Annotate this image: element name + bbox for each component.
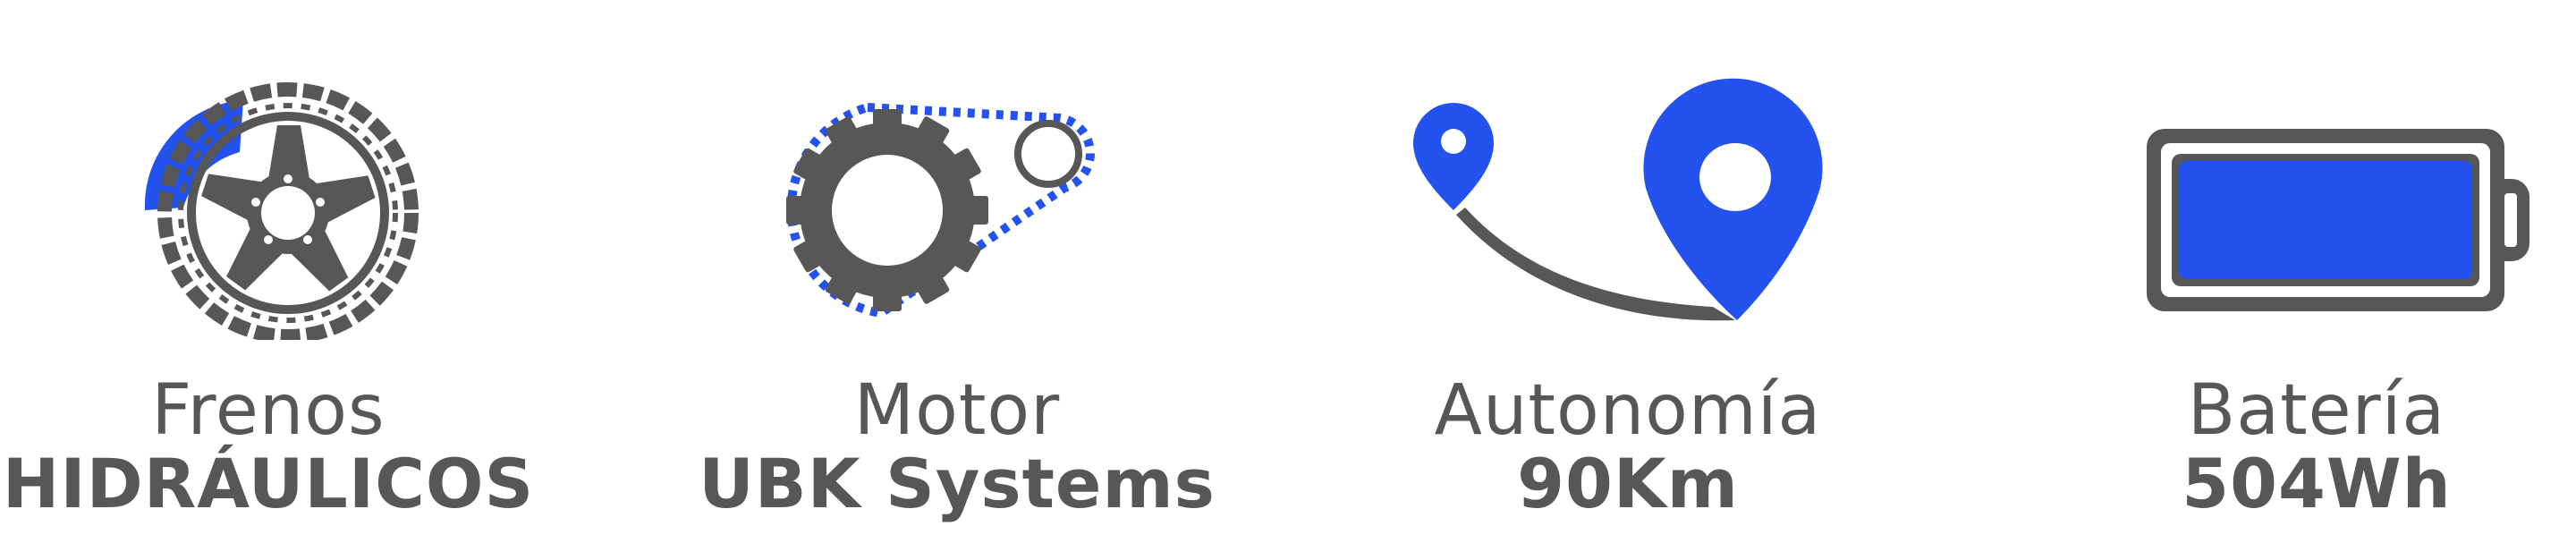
feature-range-title: Autonomía: [1434, 370, 1822, 451]
brake-disc-icon: [134, 54, 429, 340]
feature-motor-title: Motor: [853, 370, 1061, 451]
battery-icon: [2138, 54, 2531, 340]
feature-brakes-title: Frenos: [151, 370, 386, 451]
feature-range: Autonomía 90Km: [1377, 0, 1878, 560]
feature-motor-value: UBK Systems: [699, 444, 1216, 523]
feature-battery-value: 504Wh: [2182, 444, 2452, 523]
feature-battery: Batería 504Wh: [2057, 0, 2576, 560]
feature-brakes-value: HIDRÁULICOS: [2, 444, 535, 523]
feature-battery-title: Batería: [2187, 370, 2446, 451]
feature-motor: Motor UBK Systems: [680, 0, 1234, 560]
route-pins-icon: [1413, 54, 1843, 340]
feature-motor-label: Motor UBK Systems: [680, 374, 1234, 521]
feature-range-label: Autonomía 90Km: [1377, 374, 1878, 521]
feature-range-value: 90Km: [1517, 444, 1739, 523]
motor-gear-chain-icon: [769, 54, 1145, 340]
feature-brakes-label: Frenos HIDRÁULICOS: [0, 374, 537, 521]
feature-brakes: Frenos HIDRÁULICOS: [0, 0, 537, 560]
feature-battery-label: Batería 504Wh: [2057, 374, 2576, 521]
